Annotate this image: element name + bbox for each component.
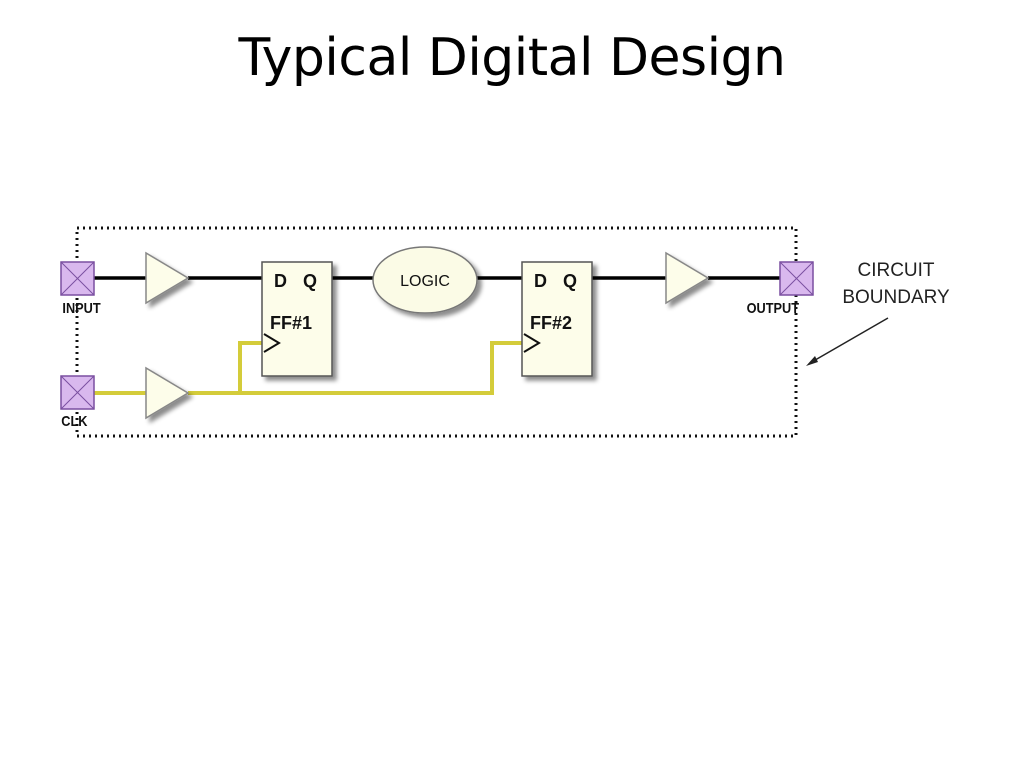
logic-label: LOGIC [400, 273, 450, 290]
annotation-arrow-icon [806, 317, 889, 366]
annotation-line-1: CIRCUIT [857, 260, 934, 281]
ff2-q-label: Q [563, 271, 577, 291]
slide-title: Typical Digital Design [238, 28, 786, 88]
ff2-name-label: FF#2 [530, 313, 572, 333]
ff1-name-label: FF#1 [270, 313, 312, 333]
input-pin-label: INPUT [62, 299, 101, 316]
circuit-boundary [75, 226, 798, 438]
annotation-line-2: BOUNDARY [842, 287, 950, 308]
ff2-d-label: D [534, 271, 547, 291]
output-buffer [665, 251, 710, 305]
logic-block: LOGIC [372, 246, 478, 314]
clk-pin-label: CLK [61, 412, 87, 429]
clk-pin-icon [60, 375, 95, 410]
flip-flop-1: D Q FF#1 [261, 261, 333, 377]
ff2-clock-triangle-icon [523, 333, 541, 353]
output-pin-icon [779, 261, 814, 296]
input-buffer [145, 251, 190, 305]
flip-flop-2: D Q FF#2 [521, 261, 593, 377]
output-pin-label: OUTPUT [747, 299, 800, 316]
ff1-q-label: Q [303, 271, 317, 291]
clock-wires [94, 341, 522, 395]
input-pin-icon [60, 261, 95, 296]
clock-buffer [145, 366, 190, 420]
ff1-d-label: D [274, 271, 287, 291]
ff1-clock-triangle-icon [263, 333, 281, 353]
